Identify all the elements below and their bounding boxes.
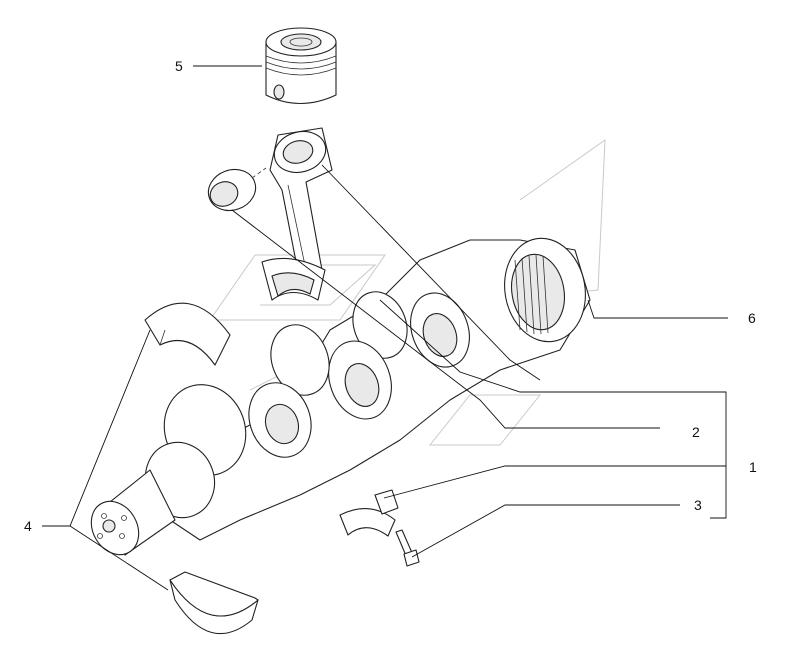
leader-lines (42, 65, 728, 591)
callout-2: 2 (692, 424, 700, 440)
callout-1: 1 (749, 459, 757, 475)
callout-6: 6 (748, 310, 756, 326)
connecting-rod (207, 127, 333, 301)
rod-cap-and-bolt (339, 489, 420, 567)
callout-5: 5 (175, 58, 183, 74)
main-bearing-shell-lower (169, 571, 259, 635)
piston (265, 27, 337, 104)
crankshaft (90, 237, 591, 556)
callout-3: 3 (694, 497, 702, 513)
callout-4: 4 (24, 518, 32, 534)
main-bearing-shell-upper (144, 302, 231, 366)
